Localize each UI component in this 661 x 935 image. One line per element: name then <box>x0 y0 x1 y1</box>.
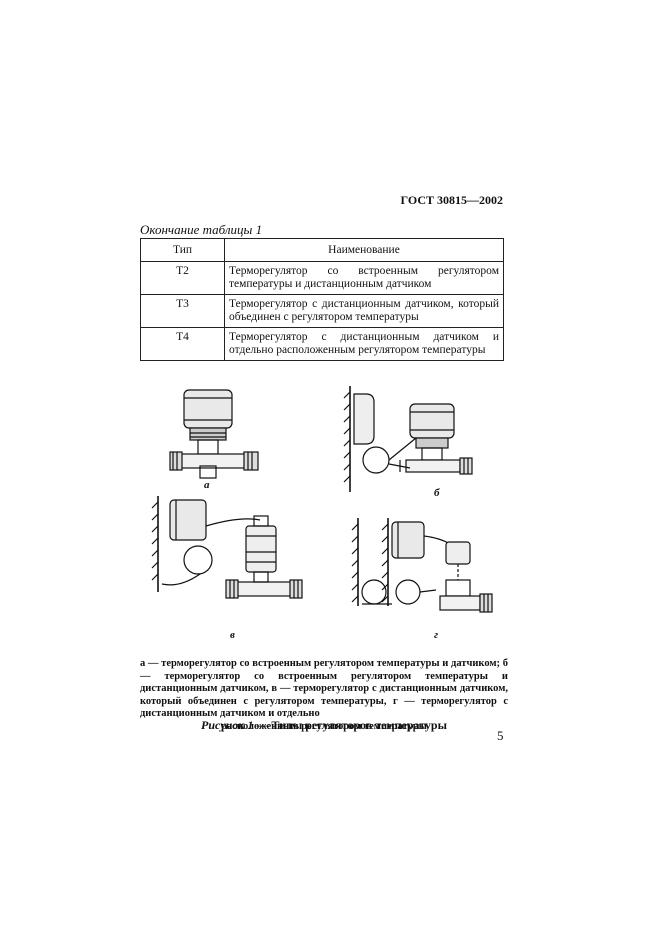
label-b: б <box>434 487 440 499</box>
label-a: а <box>204 479 210 491</box>
cell-name: Терморегулятор с дистанционным датчиком … <box>224 327 504 361</box>
figure-legend: а — терморегулятор со встроенным регулят… <box>140 658 508 733</box>
table-row: Т2 Терморегулятор со встроенным регулято… <box>140 261 504 295</box>
column-header-type: Тип <box>140 238 225 262</box>
figure-caption-prefix: Рисунок 1 <box>201 718 254 732</box>
table-caption: Окончание таблицы 1 <box>140 222 263 237</box>
label-v: в <box>230 629 235 641</box>
cell-type: Т3 <box>140 294 225 328</box>
figure-drawings: а б в г <box>140 376 520 654</box>
cell-name: Терморегулятор с дистанционным датчиком,… <box>224 294 504 328</box>
legend-text: а — терморегулятор со встроенным регулят… <box>140 658 508 719</box>
cell-type: Т2 <box>140 261 225 295</box>
column-header-name: Наименование <box>224 238 504 262</box>
page-number: 5 <box>497 728 504 743</box>
label-g: г <box>434 629 438 641</box>
drawing-g <box>351 518 493 613</box>
table-row: Т4 Терморегулятор с дистанционным датчик… <box>140 327 504 361</box>
table-row: Т3 Терморегулятор с дистанционным датчик… <box>140 294 504 328</box>
cell-type: Т4 <box>140 327 225 361</box>
drawing-v <box>151 496 303 599</box>
figure-caption-text: — Типы регуляторов температуры <box>253 718 447 732</box>
standard-number: ГОСТ 30815—2002 <box>400 193 504 207</box>
legend-text-end: расположенным регулятором температуры <box>221 720 427 732</box>
drawing-b <box>343 386 473 492</box>
table-header-row: Тип Наименование <box>140 238 504 262</box>
thermostat-illustrations: а б в г <box>151 386 493 641</box>
cell-name: Терморегулятор со встроенным регулятором… <box>224 261 504 295</box>
figure-caption: Рисунок 1 — Типы регуляторов температуры <box>140 718 508 733</box>
types-table: Тип Наименование Т2 Терморегулятор со вс… <box>140 238 504 361</box>
drawing-a <box>169 389 259 479</box>
